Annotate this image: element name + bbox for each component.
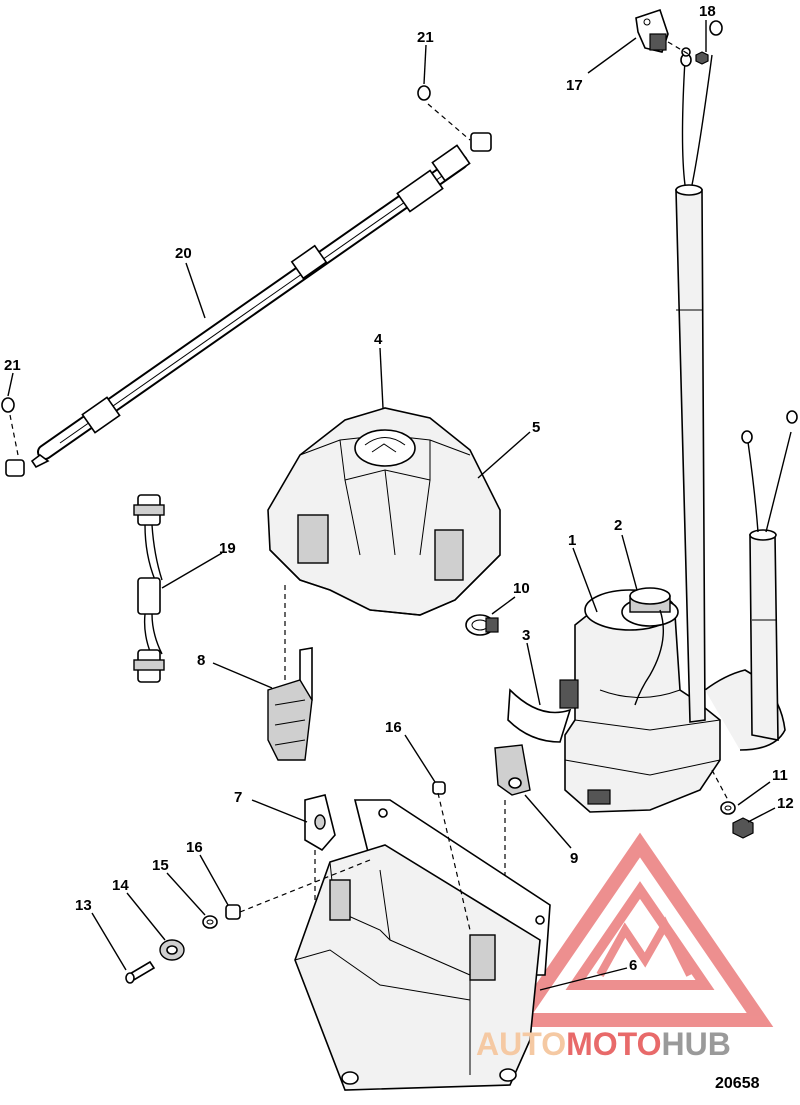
callout-10: 10 xyxy=(513,580,530,597)
mount-bracket-part-7 xyxy=(304,794,336,852)
power-cable-secondary xyxy=(741,410,798,741)
watermark-text: AUTOMOTOHUB xyxy=(476,1026,731,1062)
label-part-3 xyxy=(507,688,572,743)
callout-20: 20 xyxy=(175,245,192,262)
callout-3: 3 xyxy=(522,627,530,644)
callout-2: 2 xyxy=(614,517,622,534)
callout-19: 19 xyxy=(219,540,236,557)
screw-part-13 xyxy=(125,960,156,984)
watermark-hub: HUB xyxy=(661,1026,730,1062)
callout-14: 14 xyxy=(112,877,129,894)
reservoir-cap-part-2 xyxy=(621,587,679,706)
watermark-moto: MOTO xyxy=(566,1026,661,1062)
plug-fitting-left xyxy=(5,459,25,477)
callout-9: 9 xyxy=(570,850,578,867)
o-ring-part-21-top xyxy=(417,85,431,101)
callout-17: 17 xyxy=(566,77,583,94)
spacer-part-16-left xyxy=(225,904,241,920)
spacer-part-16-right xyxy=(432,781,446,795)
wiring-harness-part-19 xyxy=(133,494,165,683)
callout-5: 5 xyxy=(532,419,540,436)
callout-8: 8 xyxy=(197,652,205,669)
plug-fitting-right xyxy=(470,132,492,152)
callout-21-left: 21 xyxy=(4,357,21,374)
callout-16-right: 16 xyxy=(385,719,402,736)
nut-part-12 xyxy=(732,817,754,839)
callout-11: 11 xyxy=(772,767,788,784)
washer-part-15 xyxy=(202,915,218,929)
callout-6: 6 xyxy=(629,957,637,974)
callout-18: 18 xyxy=(699,3,716,20)
ring-terminal-lead-2 xyxy=(709,20,723,36)
grommet-part-14 xyxy=(159,939,185,961)
callout-7: 7 xyxy=(234,789,242,806)
hose-clamp-part-10 xyxy=(465,614,499,636)
watermark-auto: AUTO xyxy=(476,1026,566,1062)
leader-lines xyxy=(7,20,776,991)
callout-1: 1 xyxy=(568,532,576,549)
reservoir-cover-part-4 xyxy=(267,407,501,616)
terminal-block-part-17 xyxy=(635,8,669,53)
callout-15: 15 xyxy=(152,857,169,874)
callout-13: 13 xyxy=(75,897,92,914)
callout-21-top: 21 xyxy=(417,29,434,46)
bracket-part-9 xyxy=(494,744,531,796)
nut-part-18 xyxy=(695,51,709,65)
hose-part-20 xyxy=(30,144,471,469)
callout-16-left: 16 xyxy=(186,839,203,856)
callout-labels: 1 2 3 4 5 6 7 8 9 10 11 12 13 14 15 16 1… xyxy=(4,3,794,974)
bracket-part-8 xyxy=(267,647,313,761)
o-ring-part-21-left xyxy=(1,397,15,413)
callout-4: 4 xyxy=(374,331,383,348)
washer-part-11 xyxy=(720,801,736,815)
svg-text:AUTOMOTOHUB: AUTOMOTOHUB xyxy=(476,1026,731,1062)
mounting-tray-part-6 xyxy=(294,799,551,1091)
callout-12: 12 xyxy=(777,795,794,812)
watermark-logo xyxy=(506,832,774,1027)
figure-number: 20658 xyxy=(715,1075,760,1092)
